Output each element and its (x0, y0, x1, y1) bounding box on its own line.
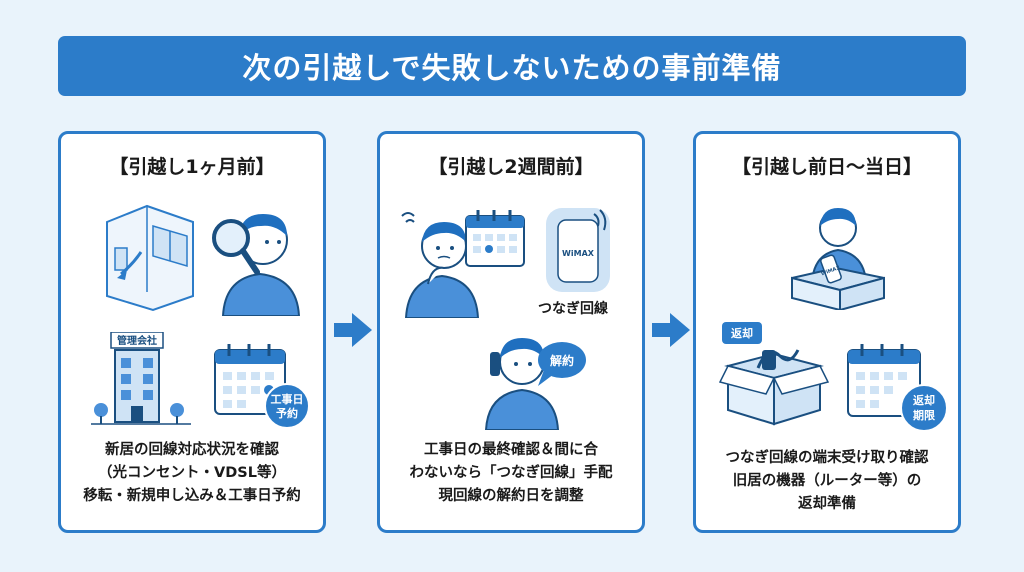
step-heading: 【引越し1ヶ月前】 (109, 156, 275, 178)
description-line: わないなら「つなぎ回線」手配 (409, 465, 613, 481)
right-arrow-icon (652, 313, 690, 347)
calendar-badge-line2: 期限 (913, 408, 935, 422)
calendar-icon (465, 210, 525, 267)
description-line: 旧居の機器（ルーター等）の (732, 473, 922, 489)
description-line: 新居の回線対応状況を確認 (105, 442, 279, 458)
step-description: 工事日の最終確認＆間に合 わないなら「つなぎ回線」手配 現回線の解約日を調整 (386, 439, 636, 508)
page-title: 次の引越しで失敗しないための事前準備 (58, 36, 966, 96)
step-card-moving-day: 【引越し前日〜当日】 WiMAX 返却 返却 (693, 131, 961, 533)
phone-icon (484, 338, 560, 430)
description-line: （光コンセント・VDSL等） (98, 465, 286, 481)
person-icon (221, 214, 301, 316)
speech-bubble-icon: 解約 (538, 342, 586, 386)
step-heading: 【引越し2週間前】 (428, 156, 594, 178)
bubble-text: 解約 (550, 353, 574, 368)
step-heading: 【引越し前日〜当日】 (731, 156, 922, 178)
description-line: 工事日の最終確認＆間に合 (424, 442, 598, 458)
calendar-badge-line2: 予約 (276, 406, 298, 420)
calendar-badge-line1: 返却 (913, 393, 935, 407)
step-description: 新居の回線対応状況を確認 （光コンセント・VDSL等） 移転・新規申し込み＆工事… (67, 439, 317, 508)
right-arrow-icon (334, 313, 372, 347)
magnifier-icon (212, 219, 260, 275)
description-line: 現回線の解約日を調整 (438, 488, 584, 504)
router-label: WiMAX (562, 249, 595, 258)
house-corner-icon (106, 204, 194, 312)
office-building-icon: 管理会社 (91, 332, 191, 425)
return-badge: 返却 (731, 326, 753, 340)
description-line: 移転・新規申し込み＆工事日予約 (83, 488, 301, 504)
calendar-badge-line1: 工事日 (271, 392, 304, 406)
calendar-icon: 返却 期限 (847, 344, 948, 432)
person-icon: WiMAX (791, 208, 885, 310)
calendar-icon: 工事日 予約 (214, 344, 310, 429)
step-card-1-month: 【引越し1ヶ月前】 管理会社 (58, 131, 326, 533)
router-caption: つなぎ回線 (538, 301, 608, 317)
description-line: つなぎ回線の端末受け取り確認 (725, 450, 929, 466)
router-icon: WiMAX (546, 208, 610, 292)
step-description: つなぎ回線の端末受け取り確認 旧居の機器（ルーター等）の 返却準備 (702, 447, 952, 516)
person-icon (401, 212, 480, 318)
building-label: 管理会社 (117, 334, 157, 347)
step-card-2-weeks: 【引越し2週間前】 WiMAX つなぎ回線 (377, 131, 645, 533)
cardboard-box-icon: 返却 (718, 322, 830, 426)
description-line: 返却準備 (798, 496, 856, 512)
